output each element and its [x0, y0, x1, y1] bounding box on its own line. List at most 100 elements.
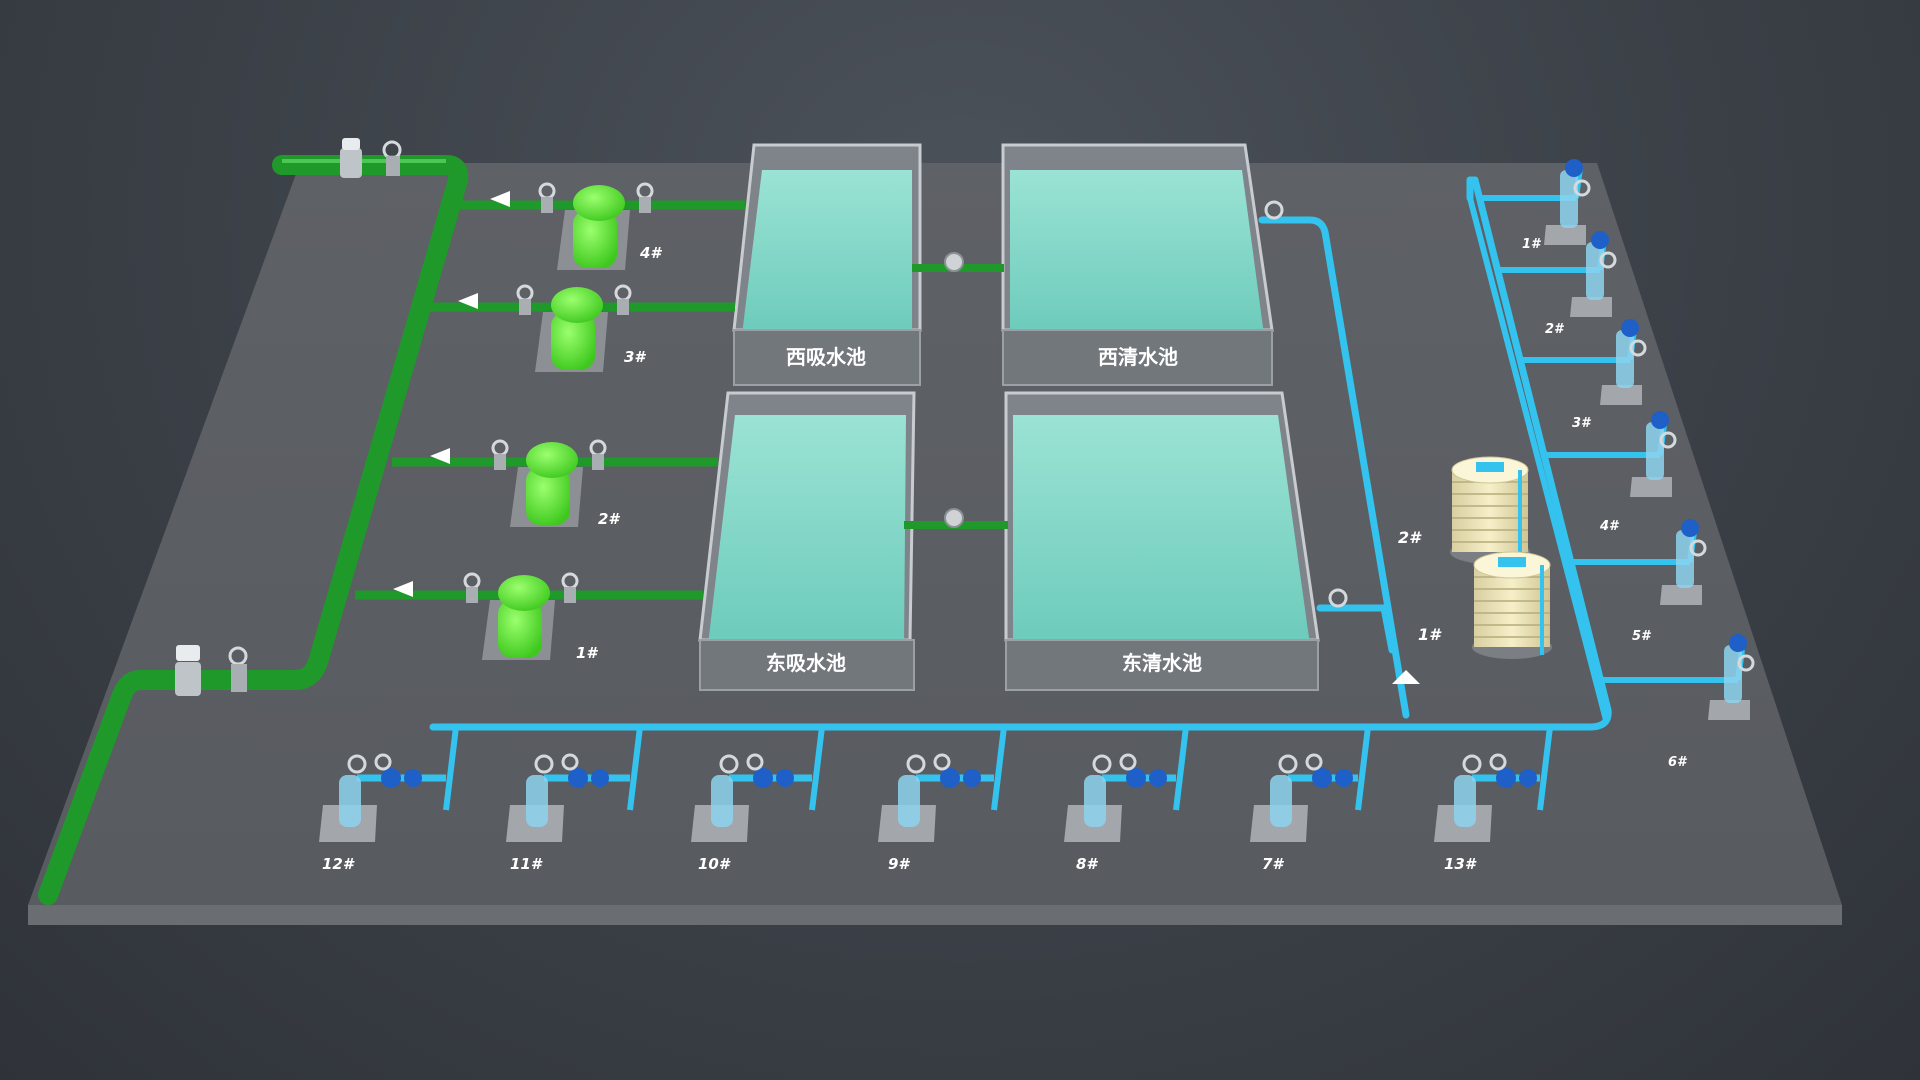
valve-icon[interactable] [1659, 431, 1677, 449]
meter-icon [1126, 768, 1146, 788]
right-well-unit[interactable] [1478, 159, 1591, 245]
meter-icon [1591, 231, 1609, 249]
valve-icon[interactable] [1264, 200, 1284, 220]
right-well-label: 2# [1545, 322, 1565, 337]
valve-icon[interactable] [1092, 754, 1112, 774]
pump-icon [526, 442, 578, 478]
tank-label: 1# [1418, 625, 1442, 644]
green-pump-unit[interactable] [452, 182, 745, 270]
storage-tank[interactable] [1472, 551, 1552, 659]
bottom-well-unit[interactable] [691, 726, 825, 842]
flow-arrow-icon [1392, 670, 1420, 684]
meter-icon [1681, 519, 1699, 537]
right-well-unit[interactable] [1520, 319, 1647, 405]
green-pump-label: 1# [576, 644, 598, 662]
equipment-labels: 4# 3# 2# 1# 1# 2# 3# 4# 5# 6# 12# 11# 10# 9# 8# 7# 13# 2#… [322, 237, 1688, 873]
bottom-well-label: 7# [1262, 855, 1284, 873]
pool-east-clear: 东清水池 [1004, 391, 1320, 691]
right-well-label: 4# [1599, 519, 1620, 534]
valve-icon[interactable] [1737, 654, 1755, 672]
pool-east-suction: 东吸水池 [698, 391, 916, 691]
bottom-well-label: 10# [698, 855, 731, 873]
right-well-unit[interactable] [1603, 634, 1755, 720]
meter-icon [940, 768, 960, 788]
bottom-well-label: 13# [1444, 855, 1477, 873]
green-pump-label: 3# [624, 348, 646, 366]
meter-icon [381, 768, 401, 788]
green-main-pipe [38, 155, 469, 905]
bottom-well-unit[interactable] [506, 726, 643, 842]
right-well-branches [1467, 159, 1755, 721]
valve-icon[interactable] [746, 753, 764, 771]
pool-label-east-clear: 东清水池 [1122, 651, 1202, 675]
tank-label: 2# [1398, 528, 1422, 547]
flow-arrow-icon [458, 293, 478, 309]
bottom-well-label: 12# [322, 855, 355, 873]
valve-icon[interactable] [561, 753, 579, 771]
bottom-well-label: 11# [510, 855, 543, 873]
valve-icon[interactable] [534, 754, 554, 774]
green-pump-unit[interactable] [420, 284, 735, 372]
green-pump-unit[interactable] [392, 439, 718, 527]
valve-icon[interactable] [1599, 251, 1617, 269]
meter-icon [1729, 634, 1747, 652]
pool-west-suction: 西吸水池 [732, 143, 922, 386]
pool-label-west-clear: 西清水池 [1098, 345, 1178, 369]
bottom-well-unit[interactable] [878, 726, 1007, 842]
pool-label-east-suction: 东吸水池 [766, 651, 846, 675]
valve-icon[interactable] [719, 754, 739, 774]
valve-icon[interactable] [1119, 753, 1137, 771]
flow-arrow-icon [490, 191, 510, 207]
valve-icon[interactable] [1689, 539, 1707, 557]
flow-arrow-icon [430, 448, 450, 464]
bottom-well-unit[interactable] [1434, 726, 1553, 842]
meter-icon [568, 768, 588, 788]
pool-west-clear: 西清水池 [1001, 143, 1274, 386]
bottom-well-label: 8# [1076, 855, 1098, 873]
main-valve-top[interactable] [340, 138, 402, 178]
right-well-label: 5# [1632, 629, 1652, 644]
pump-icon [573, 185, 625, 221]
connector-valve-icon[interactable] [944, 252, 964, 272]
right-well-label: 6# [1668, 755, 1688, 770]
meter-icon [1496, 768, 1516, 788]
valve-icon[interactable] [1462, 754, 1482, 774]
meter-icon [1621, 319, 1639, 337]
storage-tanks [1450, 456, 1552, 659]
bottom-well-label: 9# [888, 855, 910, 873]
platform [28, 163, 1842, 925]
valve-icon[interactable] [1328, 588, 1348, 608]
valve-icon[interactable] [1305, 753, 1323, 771]
green-pump-label: 4# [639, 244, 662, 262]
meter-icon [753, 768, 773, 788]
right-well-unit[interactable] [1572, 519, 1707, 605]
valve-icon[interactable] [906, 754, 926, 774]
meter-icon [1651, 411, 1669, 429]
valve-icon[interactable] [1629, 339, 1647, 357]
green-pump-branches [355, 182, 745, 660]
valve-icon[interactable] [374, 753, 392, 771]
right-well-label: 3# [1572, 416, 1592, 431]
pump-icon [498, 575, 550, 611]
bottom-well-branches [319, 726, 1553, 842]
main-valve-bottom[interactable] [175, 645, 248, 696]
valve-icon[interactable] [1489, 753, 1507, 771]
bottom-well-unit[interactable] [1064, 726, 1189, 842]
green-pump-unit[interactable] [355, 572, 703, 660]
green-pump-label: 2# [598, 510, 620, 528]
valve-icon[interactable] [1573, 179, 1591, 197]
storage-tank[interactable] [1450, 456, 1530, 564]
valve-icon[interactable] [1278, 754, 1298, 774]
right-well-unit[interactable] [1497, 231, 1617, 317]
bottom-well-unit[interactable] [319, 726, 459, 842]
right-well-unit[interactable] [1545, 411, 1677, 497]
valve-icon[interactable] [347, 754, 367, 774]
valve-icon[interactable] [933, 753, 951, 771]
connector-valve-icon[interactable] [944, 508, 964, 528]
bottom-well-unit[interactable] [1250, 726, 1371, 842]
meter-icon [1565, 159, 1583, 177]
pump-icon [551, 287, 603, 323]
blue-pipe-network [429, 176, 1612, 731]
meter-icon [1312, 768, 1332, 788]
